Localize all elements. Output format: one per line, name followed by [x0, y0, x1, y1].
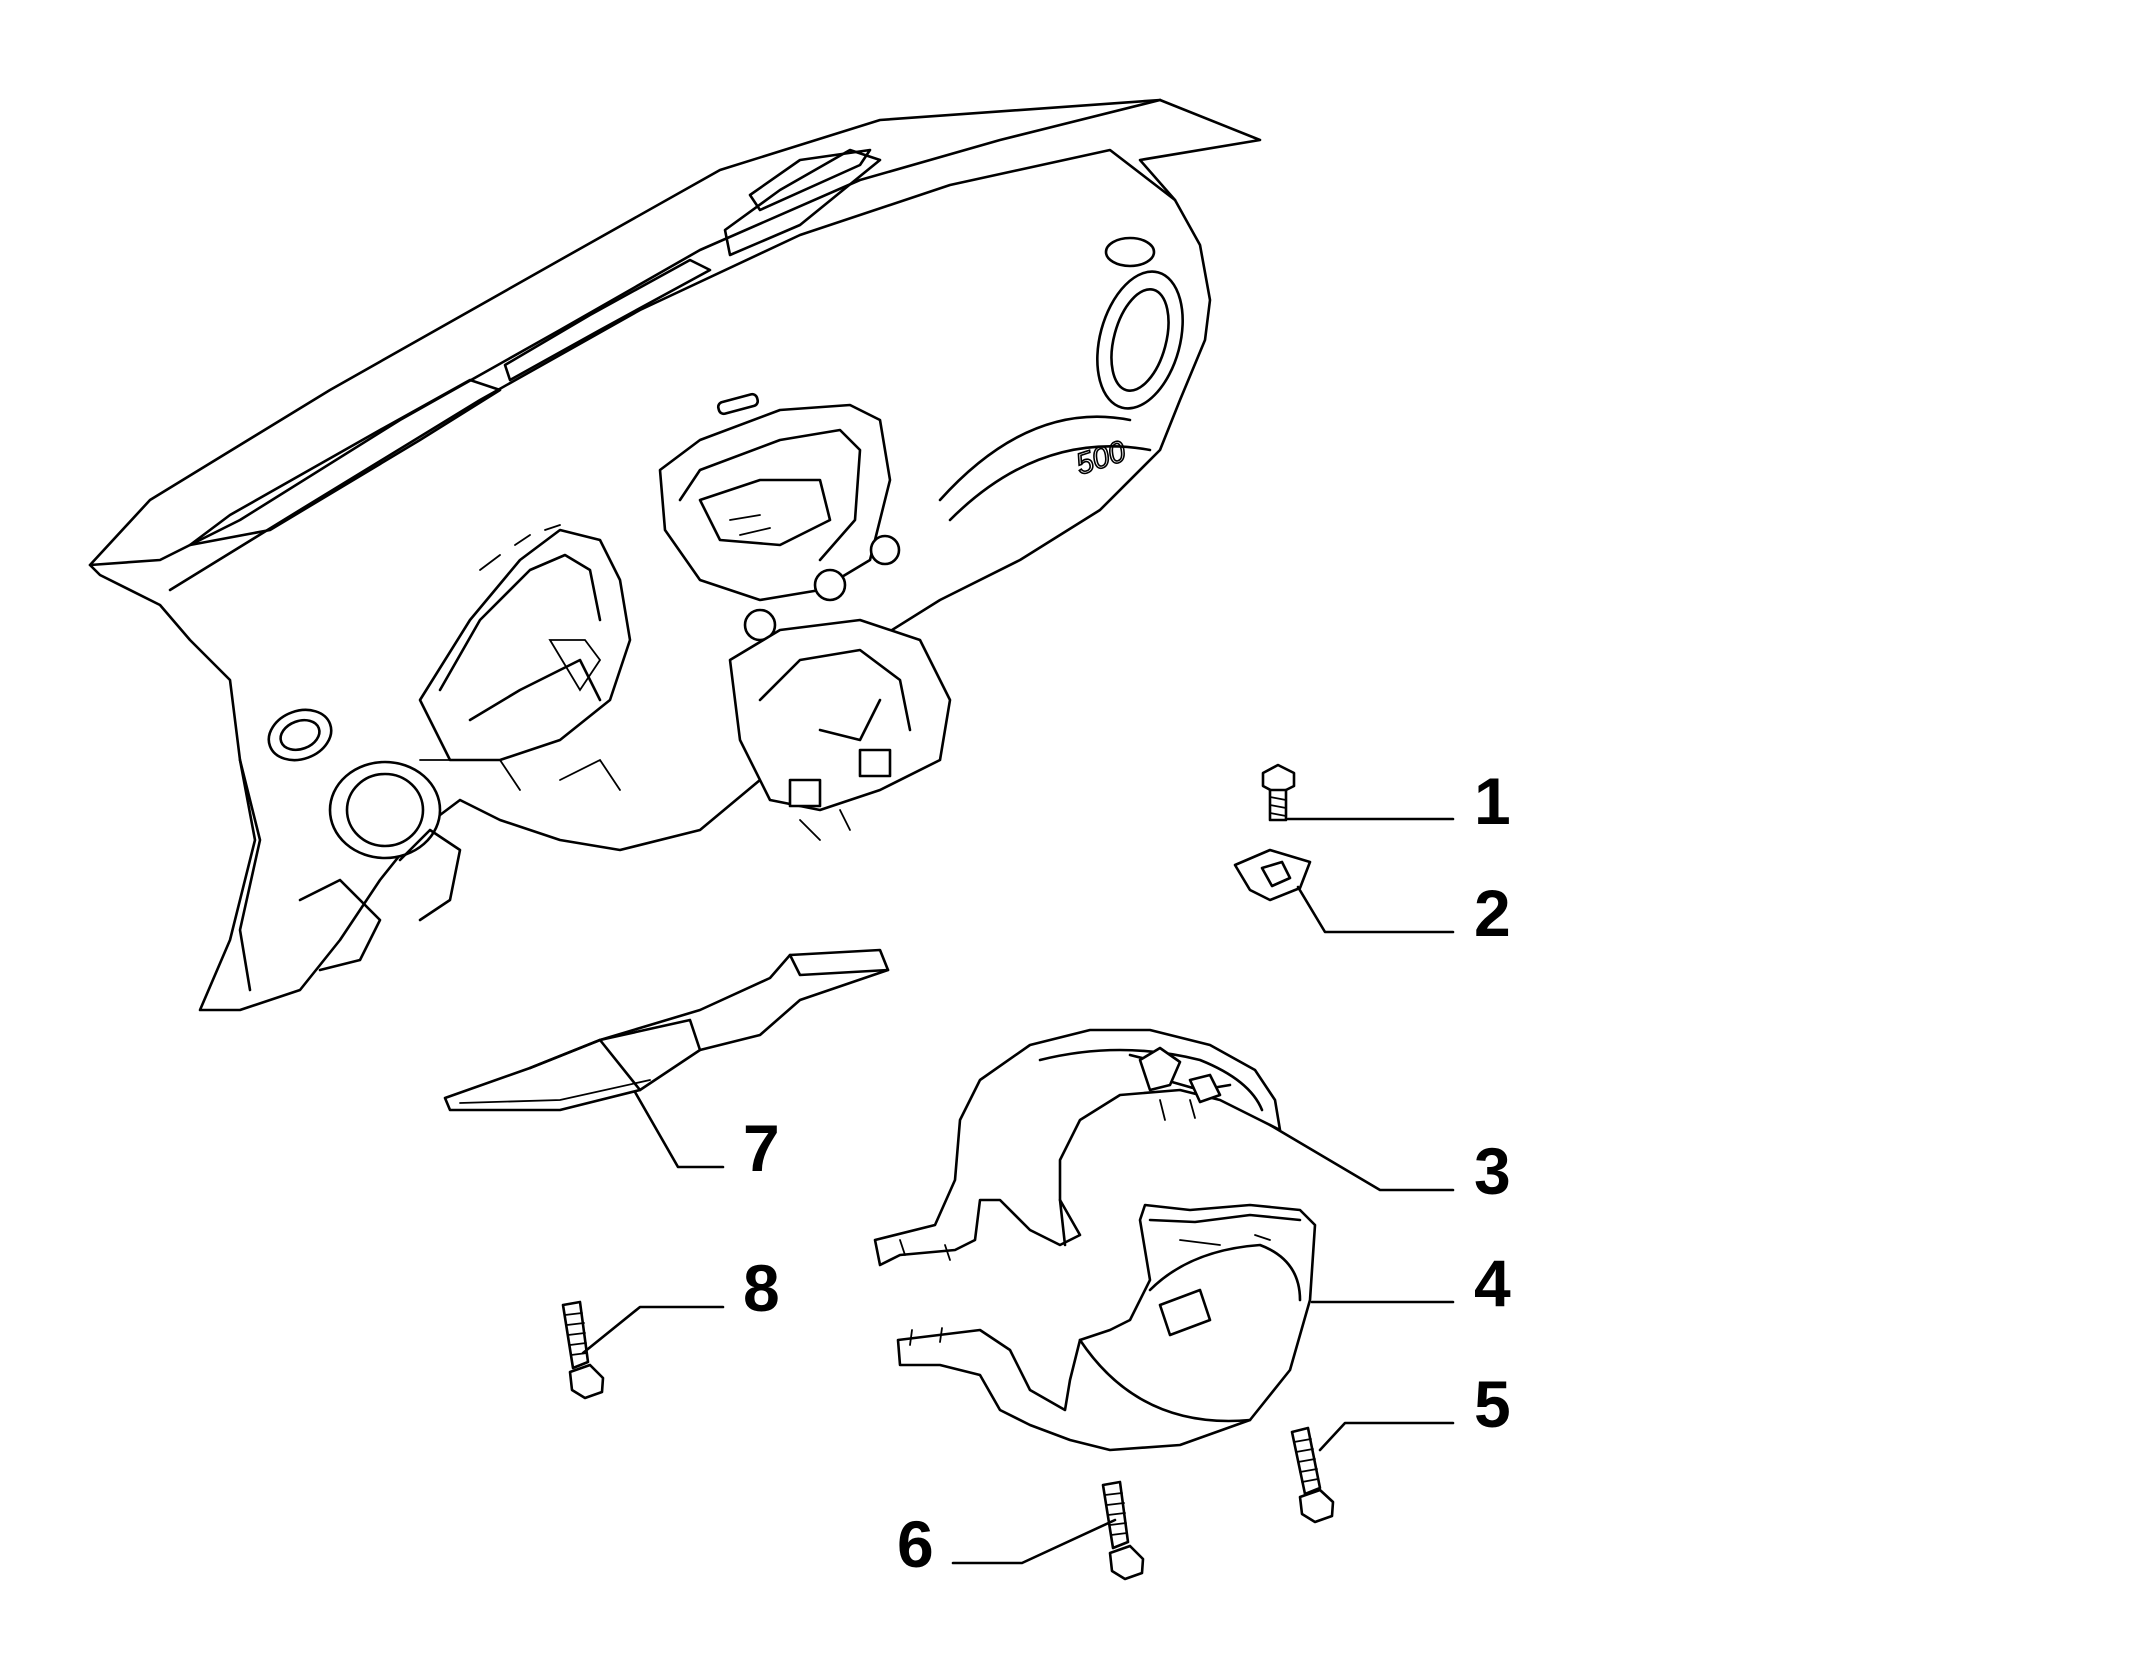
bolt-part-5: [1290, 1426, 1335, 1524]
leader-line-5: [1318, 1421, 1455, 1452]
dashboard-assembly: 500: [88, 98, 1262, 1012]
callout-8: 8: [743, 1251, 780, 1325]
clip-nut-part-2: [1233, 848, 1312, 902]
lower-column-shroud: [896, 1203, 1317, 1452]
lower-trim-panel: [443, 948, 890, 1112]
bolt-part-1: [1261, 763, 1296, 822]
leader-line-2: [1296, 885, 1455, 934]
callout-2: 2: [1474, 876, 1511, 950]
bolt-part-6: [1101, 1480, 1145, 1581]
callout-6: 6: [897, 1507, 934, 1581]
callout-5: 5: [1474, 1367, 1511, 1441]
leader-line-3: [1268, 1123, 1455, 1192]
callout-3: 3: [1474, 1134, 1511, 1208]
leader-line-7: [633, 1090, 725, 1169]
bolt-part-8: [561, 1300, 605, 1400]
callout-1: 1: [1474, 764, 1511, 838]
callout-7: 7: [743, 1111, 780, 1185]
leader-lines: [581, 817, 1455, 1565]
callout-4: 4: [1474, 1246, 1511, 1320]
leader-line-8: [581, 1305, 725, 1355]
callout-labels: 1 2 3 4 5 6 7 8: [743, 764, 1511, 1581]
upper-column-shroud: [873, 1028, 1282, 1267]
leader-line-6: [951, 1518, 1117, 1565]
